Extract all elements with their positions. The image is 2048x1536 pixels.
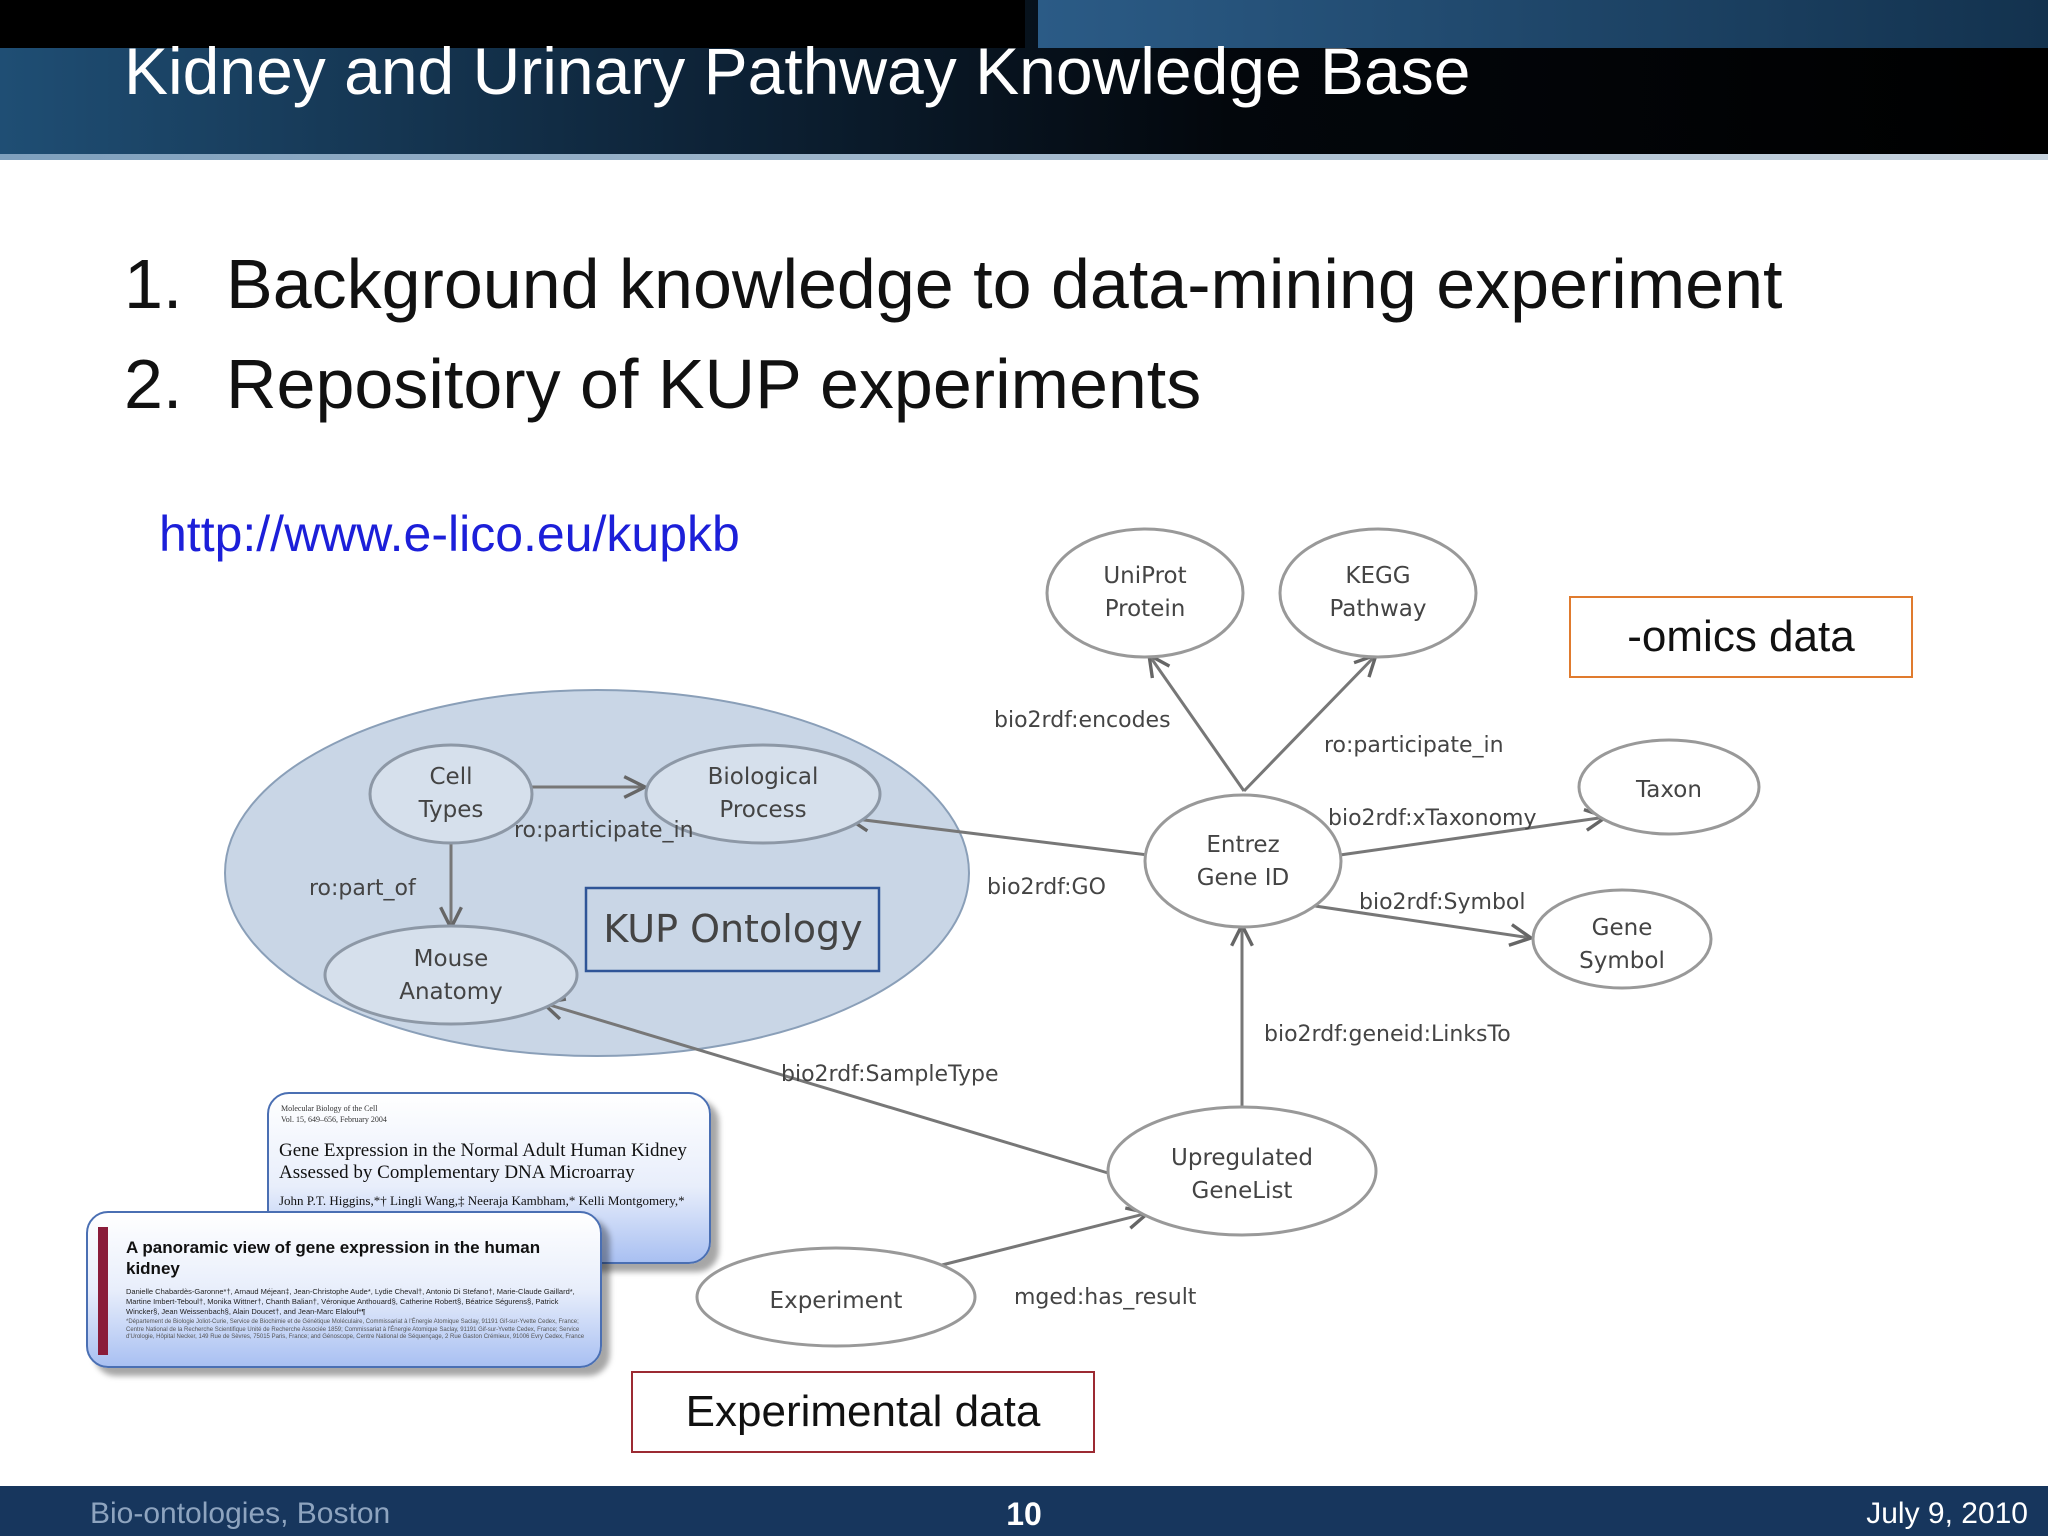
- node-entrez: [1143, 793, 1343, 929]
- edge-label: bio2rdf:geneid:LinksTo: [1264, 1022, 1511, 1047]
- edge-label: bio2rdf:xTaxonomy: [1328, 806, 1536, 831]
- header-topbar-right: [1038, 0, 2048, 48]
- edge-symbol: [1314, 904, 1531, 938]
- node-label: Process: [719, 797, 806, 823]
- edge-xtaxonomy: [1339, 817, 1606, 857]
- edge-has-result: [937, 1213, 1148, 1268]
- footer-event: Bio-ontologies, Boston: [90, 1497, 391, 1530]
- edge-label: ro:participate_in: [1324, 733, 1504, 758]
- edge-encodes: [1149, 655, 1246, 792]
- ontology-region: [224, 689, 970, 1057]
- node-uniprot: [1045, 527, 1245, 659]
- kupkb-url-link[interactable]: http://www.e-lico.eu/kupkb: [159, 506, 740, 562]
- paper-color-bar: [98, 1227, 108, 1355]
- node-label: KEGG: [1345, 563, 1410, 589]
- edge-label: mged:has_result: [1014, 1285, 1197, 1310]
- paper-title: A panoramic view of gene expression in t…: [126, 1238, 541, 1278]
- node-kegg: [1278, 527, 1478, 659]
- node-cell-types: [368, 743, 534, 845]
- node-label: Biological: [708, 764, 819, 790]
- node-experiment: [695, 1246, 977, 1348]
- paper-title: Gene Expression in the Normal Adult Huma…: [279, 1140, 687, 1183]
- node-label: Symbol: [1579, 948, 1665, 974]
- node-label: Gene: [1592, 915, 1653, 941]
- node-label: UniProt: [1103, 563, 1186, 589]
- slide-header: Kidney and Urinary Pathway Knowledge Bas…: [0, 0, 2048, 160]
- node-label: Pathway: [1329, 596, 1426, 622]
- edge-label: bio2rdf:encodes: [994, 708, 1171, 733]
- node-label: Entrez: [1206, 832, 1279, 858]
- footer-date: July 9, 2010: [1866, 1497, 2028, 1530]
- edge-participate-in-kegg: [1242, 655, 1376, 793]
- paper-thumbnail-chabardes: A panoramic view of gene expression in t…: [86, 1211, 602, 1368]
- paper-journal: Molecular Biology of the Cell: [281, 1104, 378, 1113]
- node-label: Upregulated: [1171, 1145, 1313, 1171]
- edge-label: bio2rdf:Symbol: [1359, 890, 1525, 915]
- paper-authors: Danielle Chabardès-Garonne*†, Arnaud Méj…: [126, 1287, 575, 1316]
- header-rule: [0, 154, 2048, 160]
- node-mouse-anatomy: [323, 924, 579, 1026]
- node-label: Protein: [1105, 596, 1186, 622]
- list-item-number: 1.: [124, 245, 183, 323]
- node-taxon: [1577, 738, 1761, 836]
- edge-go: [848, 818, 1149, 857]
- header-topbar-left: [0, 0, 1025, 48]
- list-item: 2. Repository of KUP experiments: [124, 334, 1824, 434]
- node-label: Types: [418, 797, 484, 823]
- edge-label: bio2rdf:SampleType: [781, 1062, 999, 1087]
- list-item-text: Background knowledge to data-mining expe…: [226, 245, 1783, 323]
- paper-volume: Vol. 15, 649–656, February 2004: [281, 1115, 387, 1124]
- edge-label: ro:participate_in: [514, 818, 694, 843]
- page-number: 10: [1006, 1496, 1042, 1532]
- node-label: Taxon: [1635, 777, 1702, 803]
- omics-data-callout: -omics data: [1569, 596, 1913, 678]
- ontology-label: KUP Ontology: [603, 907, 862, 951]
- ontology-label-box: [584, 886, 881, 973]
- experimental-data-callout: Experimental data: [631, 1371, 1095, 1453]
- kup-knowledge-diagram: KUP Ontology UniProt Protein KEGG Pathwa…: [224, 527, 1761, 1348]
- node-label: Anatomy: [399, 979, 503, 1005]
- node-label: Gene ID: [1197, 865, 1290, 891]
- numbered-list: 1. Background knowledge to data-mining e…: [124, 234, 1824, 434]
- slide-footer: [0, 1486, 2048, 1536]
- edge-label: bio2rdf:GO: [987, 875, 1106, 900]
- node-label: Experiment: [770, 1288, 903, 1314]
- paper-authors: John P.T. Higgins,*† Lingli Wang,‡ Neera…: [279, 1193, 685, 1208]
- list-item-number: 2.: [124, 345, 183, 423]
- node-label: Mouse: [414, 946, 489, 972]
- paper-affiliations: *Département de Biologie Joliot-Curie, S…: [126, 1319, 585, 1340]
- node-gene-symbol: [1531, 888, 1713, 990]
- slide-title: Kidney and Urinary Pathway Knowledge Bas…: [124, 34, 1471, 108]
- node-label: Cell: [430, 764, 473, 790]
- edge-sample-type: [543, 1003, 1109, 1175]
- list-item: 1. Background knowledge to data-mining e…: [124, 234, 1824, 334]
- node-label: GeneList: [1192, 1178, 1293, 1204]
- list-item-text: Repository of KUP experiments: [226, 345, 1202, 423]
- edge-label: ro:part_of: [309, 876, 417, 901]
- node-upregulated: [1106, 1105, 1378, 1237]
- node-biological-process: [644, 743, 882, 845]
